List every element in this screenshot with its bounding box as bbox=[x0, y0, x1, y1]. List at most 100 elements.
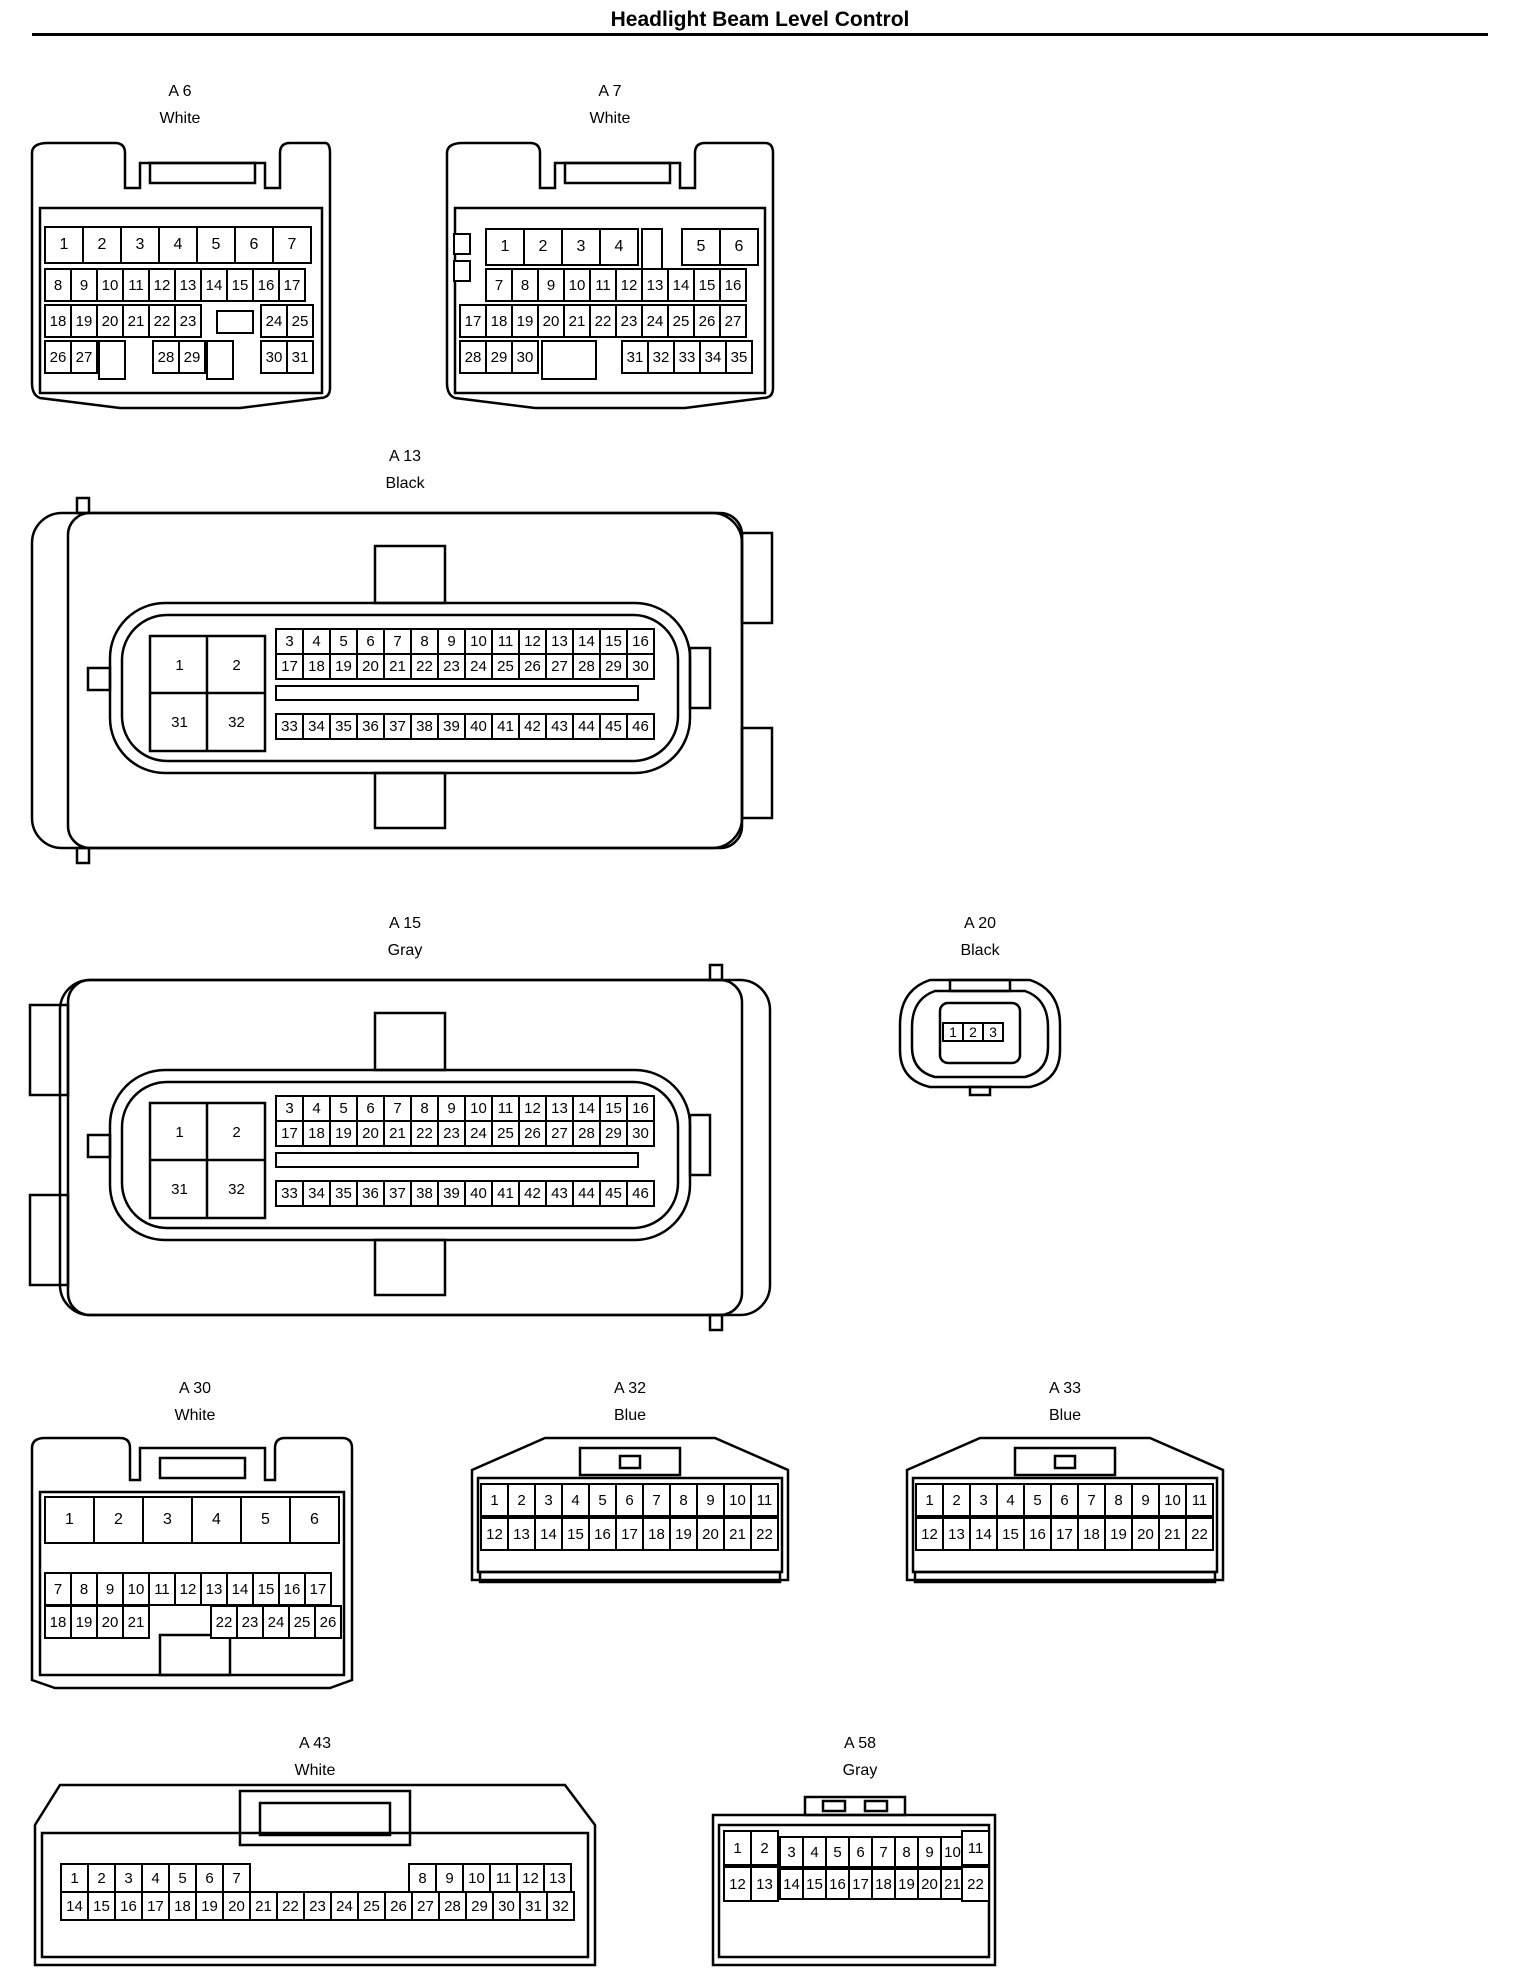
pin: 19 bbox=[894, 1868, 919, 1900]
pin: 39 bbox=[437, 1180, 466, 1207]
pin: 31 bbox=[171, 1181, 188, 1198]
pin: 18 bbox=[642, 1517, 671, 1551]
pin: 16 bbox=[626, 1095, 655, 1122]
pin: 5 bbox=[240, 1496, 291, 1544]
pin: 1 bbox=[915, 1483, 944, 1517]
pin: 4 bbox=[302, 628, 331, 655]
pin: 4 bbox=[996, 1483, 1025, 1517]
pin: 2 bbox=[232, 657, 241, 674]
connector-color: White bbox=[589, 110, 631, 127]
pin: 10 bbox=[464, 628, 493, 655]
pin: 17 bbox=[848, 1868, 873, 1900]
pin: 18 bbox=[302, 1120, 331, 1147]
pin: 11 bbox=[491, 628, 520, 655]
pin: 19 bbox=[70, 304, 98, 338]
pin: 33 bbox=[275, 1180, 304, 1207]
pin: 42 bbox=[518, 713, 547, 740]
pin: 2 bbox=[82, 226, 122, 264]
pin: 45 bbox=[599, 713, 628, 740]
pin: 22 bbox=[210, 1605, 238, 1639]
pin: 33 bbox=[275, 713, 304, 740]
pin: 15 bbox=[693, 268, 721, 302]
pin: 7 bbox=[44, 1572, 72, 1606]
pin: 8 bbox=[511, 268, 539, 302]
pin: 13 bbox=[200, 1572, 228, 1606]
pin: 34 bbox=[302, 713, 331, 740]
pin: 21 bbox=[122, 1605, 150, 1639]
pin: 6 bbox=[356, 628, 385, 655]
pin: 31 bbox=[171, 714, 188, 731]
pin: 5 bbox=[196, 226, 236, 264]
pin: 19 bbox=[511, 304, 539, 338]
pin: 31 bbox=[286, 340, 314, 374]
pin: 16 bbox=[252, 268, 280, 302]
pin: 3 bbox=[561, 228, 601, 266]
pin: 30 bbox=[492, 1891, 521, 1921]
pin: 21 bbox=[563, 304, 591, 338]
pin: 23 bbox=[236, 1605, 264, 1639]
pin: 14 bbox=[779, 1868, 804, 1900]
keying-rail bbox=[275, 1152, 639, 1168]
pin: 20 bbox=[356, 1120, 385, 1147]
pin: 25 bbox=[667, 304, 695, 338]
pin: 12 bbox=[148, 268, 176, 302]
pin: 30 bbox=[260, 340, 288, 374]
pin: 4 bbox=[802, 1836, 827, 1868]
pin: 39 bbox=[437, 713, 466, 740]
pin: 2 bbox=[962, 1022, 984, 1042]
pin: 16 bbox=[1023, 1517, 1052, 1551]
pin: 25 bbox=[491, 1120, 520, 1147]
pin: 9 bbox=[96, 1572, 124, 1606]
connector-body bbox=[33, 1783, 597, 1967]
connector-id: A 43 bbox=[298, 1735, 332, 1752]
pin: 10 bbox=[122, 1572, 150, 1606]
pin: 24 bbox=[262, 1605, 290, 1639]
pin: 18 bbox=[871, 1868, 896, 1900]
pin: 6 bbox=[356, 1095, 385, 1122]
pin: 36 bbox=[356, 1180, 385, 1207]
pin: 28 bbox=[572, 653, 601, 680]
pin: 21 bbox=[383, 1120, 412, 1147]
pin: 44 bbox=[572, 1180, 601, 1207]
pin: 7 bbox=[383, 628, 412, 655]
pin: 21 bbox=[723, 1517, 752, 1551]
pin: 38 bbox=[410, 713, 439, 740]
pin: 44 bbox=[572, 713, 601, 740]
pin: 7 bbox=[485, 268, 513, 302]
pin: 46 bbox=[626, 713, 655, 740]
pin: 7 bbox=[1077, 1483, 1106, 1517]
connector-body bbox=[445, 141, 775, 410]
pin: 9 bbox=[917, 1836, 942, 1868]
pin: 10 bbox=[462, 1863, 491, 1893]
pin: 8 bbox=[408, 1863, 437, 1893]
pin: 3 bbox=[275, 628, 304, 655]
pin: 5 bbox=[1023, 1483, 1052, 1517]
connector-id: A 58 bbox=[843, 1735, 877, 1752]
pin: 3 bbox=[142, 1496, 193, 1544]
pin: 18 bbox=[1077, 1517, 1106, 1551]
pin: 35 bbox=[725, 340, 753, 374]
pin: 17 bbox=[141, 1891, 170, 1921]
pin: 28 bbox=[572, 1120, 601, 1147]
pin: 30 bbox=[626, 1120, 655, 1147]
pin: 5 bbox=[329, 1095, 358, 1122]
pin: 17 bbox=[304, 1572, 332, 1606]
pin: 40 bbox=[464, 713, 493, 740]
pin: 2 bbox=[750, 1830, 779, 1866]
pin: 18 bbox=[485, 304, 513, 338]
pin: 20 bbox=[96, 1605, 124, 1639]
pin: 12 bbox=[516, 1863, 545, 1893]
pin: 3 bbox=[120, 226, 160, 264]
pin: 14 bbox=[60, 1891, 89, 1921]
pin: 3 bbox=[982, 1022, 1004, 1042]
pin: 21 bbox=[249, 1891, 278, 1921]
connector-id: A 30 bbox=[178, 1380, 212, 1397]
pin: 6 bbox=[1050, 1483, 1079, 1517]
pin: 14 bbox=[572, 1095, 601, 1122]
pin: 11 bbox=[489, 1863, 518, 1893]
pin: 37 bbox=[383, 1180, 412, 1207]
pin: 24 bbox=[260, 304, 288, 338]
